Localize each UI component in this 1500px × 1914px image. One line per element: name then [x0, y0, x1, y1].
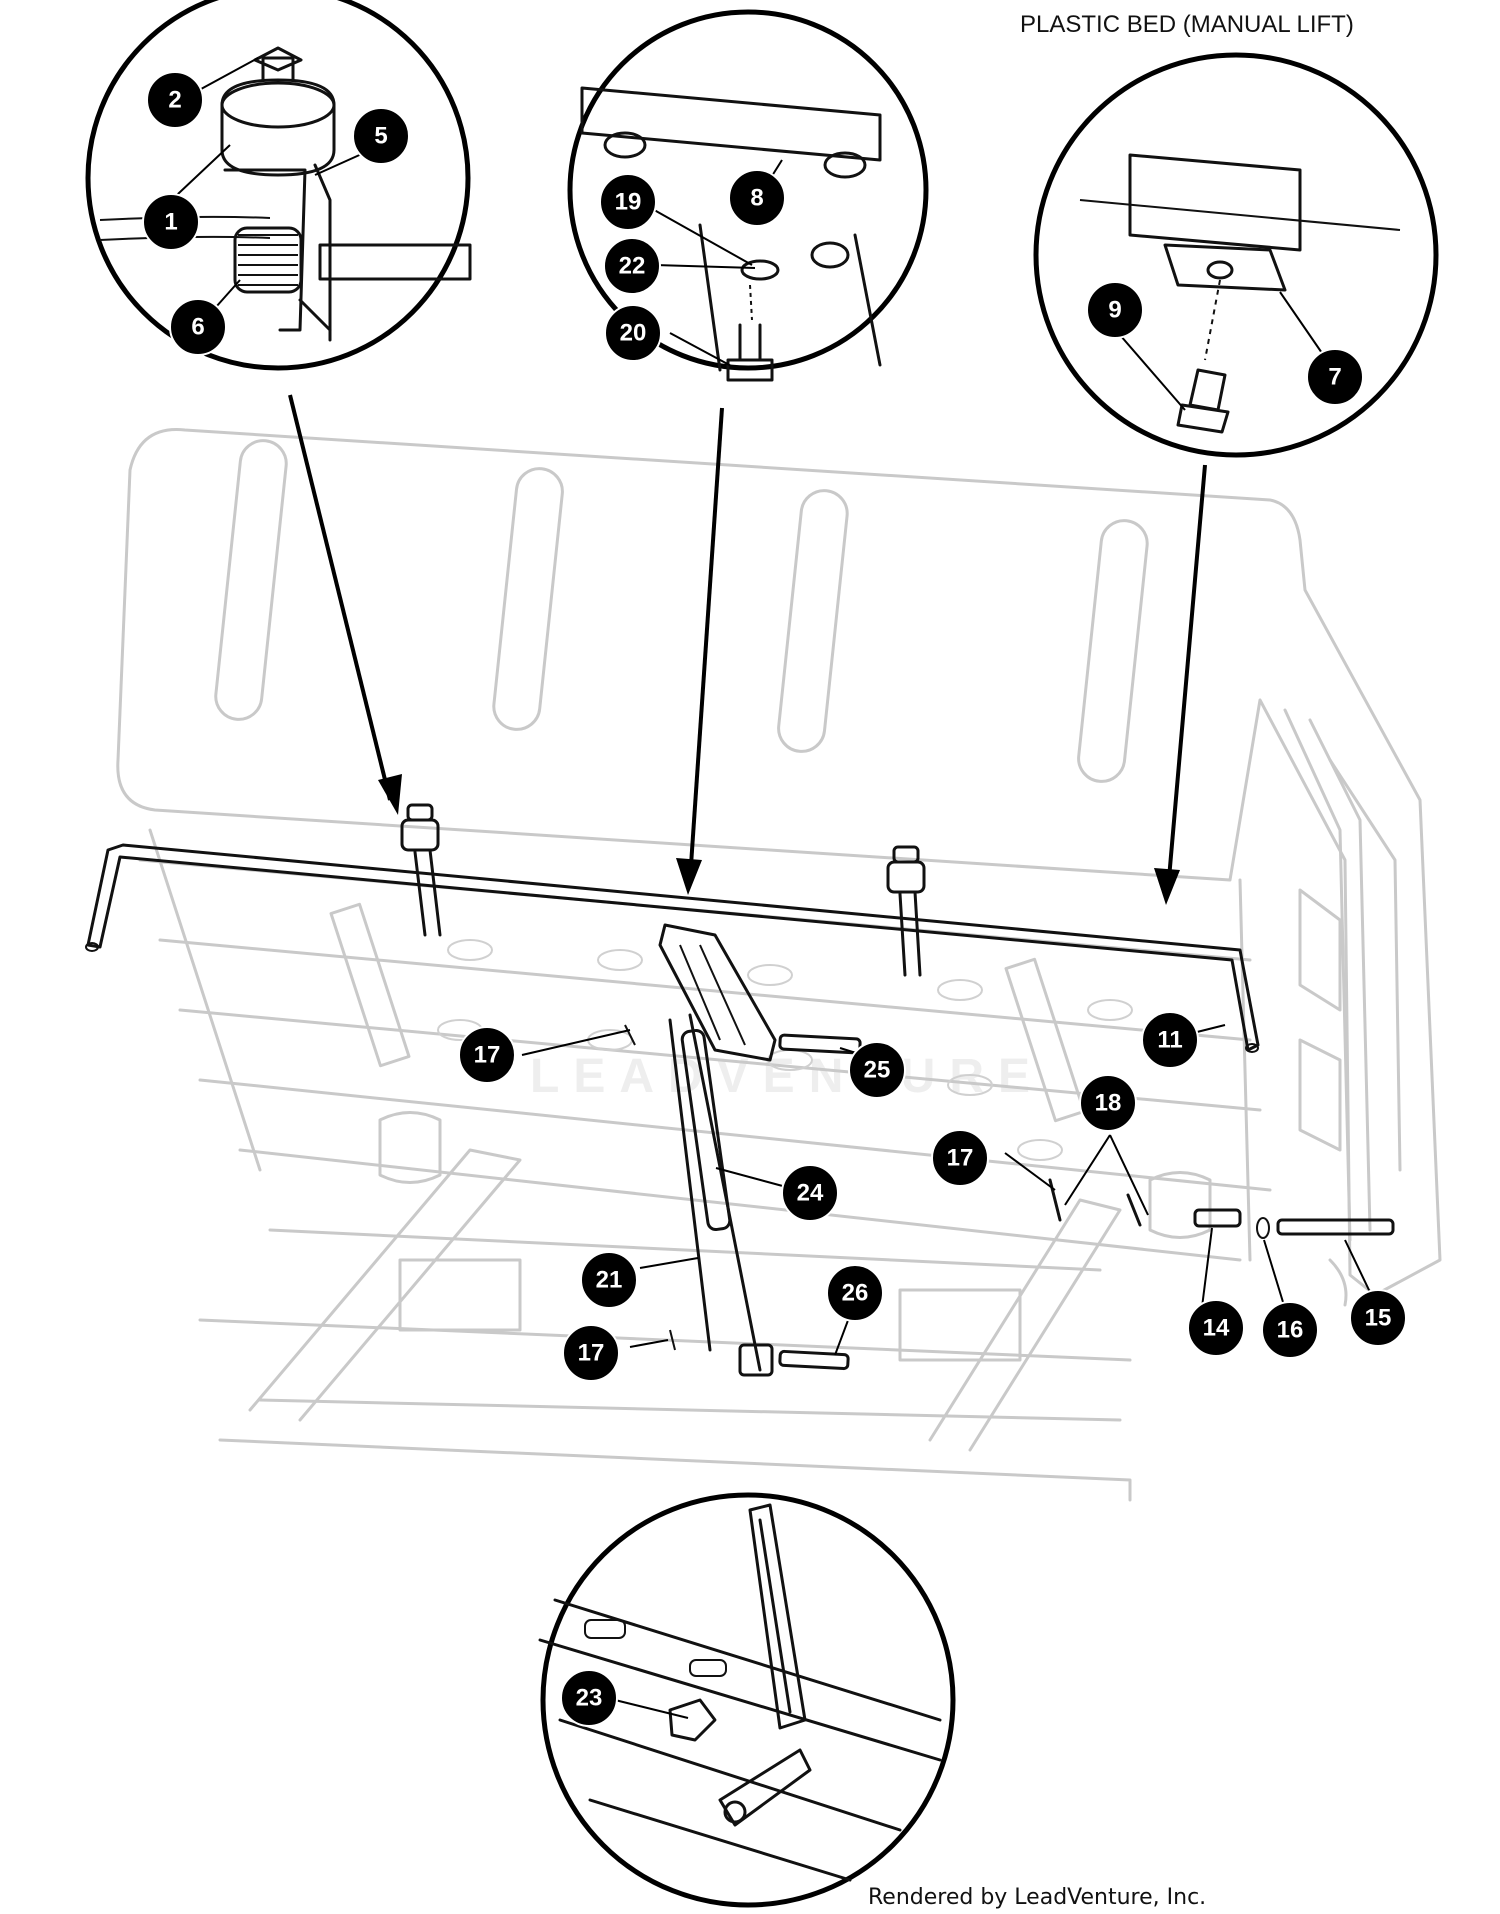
bumper-left	[400, 803, 442, 937]
callout-number: 14	[1203, 1315, 1230, 1342]
callout-number: 17	[474, 1042, 501, 1069]
callout-number: 7	[1328, 364, 1341, 391]
gas-spring-strut	[668, 1013, 774, 1377]
bumper-right	[886, 845, 926, 977]
callout-16: 16	[1261, 1301, 1319, 1359]
callout-marker	[142, 193, 200, 251]
callout-number: 24	[797, 1180, 824, 1207]
callout-number: 2	[168, 87, 181, 114]
callout-24: 24	[781, 1164, 839, 1222]
callout-number: 16	[1277, 1317, 1304, 1344]
callout-9: 9	[1086, 281, 1144, 339]
callout-number: 26	[842, 1280, 869, 1307]
callout-number: 1	[164, 209, 177, 236]
callout-marker	[146, 71, 204, 129]
hinge-rod	[85, 843, 1260, 1053]
callout-marker	[848, 1041, 906, 1099]
callout-number: 6	[191, 314, 204, 341]
callout-marker	[604, 304, 662, 362]
callout-26: 26	[826, 1264, 884, 1322]
callout-number: 5	[374, 123, 387, 150]
callout-number: 8	[750, 185, 763, 212]
callout-number: 9	[1108, 297, 1121, 324]
detail-view-plate-screw	[1033, 52, 1439, 458]
callout-5: 5	[352, 107, 410, 165]
callout-marker	[1306, 348, 1364, 406]
callout-17: 17	[931, 1129, 989, 1187]
callout-number: 18	[1095, 1090, 1122, 1117]
callout-marker	[1261, 1301, 1319, 1359]
callout-22: 22	[603, 237, 661, 295]
lift-bracket	[658, 923, 777, 1062]
callout-marker	[781, 1164, 839, 1222]
callout-20: 20	[604, 304, 662, 362]
callout-number: 19	[615, 189, 642, 216]
callout-14: 14	[1187, 1299, 1245, 1357]
callout-6: 6	[169, 298, 227, 356]
callout-marker	[1079, 1074, 1137, 1132]
callout-number: 23	[576, 1685, 603, 1712]
callout-marker	[560, 1669, 618, 1727]
callout-marker	[580, 1251, 638, 1309]
callout-1: 1	[142, 193, 200, 251]
callout-23: 23	[560, 1669, 618, 1727]
callout-marker	[1349, 1289, 1407, 1347]
callout-number: 11	[1157, 1027, 1182, 1054]
callout-number: 22	[619, 253, 646, 280]
callout-number: 21	[596, 1267, 623, 1294]
callout-2: 2	[146, 71, 204, 129]
callout-marker	[169, 298, 227, 356]
callout-marker	[728, 169, 786, 227]
callout-11: 11	[1141, 1011, 1199, 1069]
callout-marker	[562, 1324, 620, 1382]
detail-view-latch	[538, 1492, 956, 1908]
detail-arrows	[288, 394, 1207, 905]
underside-bosses	[437, 939, 1133, 1161]
callout-number: 20	[620, 320, 647, 347]
callout-17: 17	[458, 1026, 516, 1084]
callout-marker	[599, 173, 657, 231]
callout-7: 7	[1306, 348, 1364, 406]
detail-view-bumper-spring	[85, 0, 472, 371]
callout-marker	[826, 1264, 884, 1322]
callout-marker	[1187, 1299, 1245, 1357]
callout-number: 25	[864, 1057, 891, 1084]
callout-marker	[458, 1026, 516, 1084]
callout-marker	[1086, 281, 1144, 339]
callout-number: 15	[1365, 1305, 1392, 1332]
pins	[624, 1024, 1395, 1371]
callout-15: 15	[1349, 1289, 1407, 1347]
callout-18: 18	[1079, 1074, 1137, 1132]
callout-marker	[603, 237, 661, 295]
callout-marker	[352, 107, 410, 165]
callout-17: 17	[562, 1324, 620, 1382]
callout-marker	[1141, 1011, 1199, 1069]
callout-number: 17	[578, 1340, 605, 1367]
callout-21: 21	[580, 1251, 638, 1309]
callout-marker	[931, 1129, 989, 1187]
diagram-title: PLASTIC BED (MANUAL LIFT)	[1020, 11, 1354, 38]
callout-19: 19	[599, 173, 657, 231]
callout-25: 25	[848, 1041, 906, 1099]
callout-number: 17	[947, 1145, 974, 1172]
watermark: LEADVENTURE	[530, 1050, 1044, 1103]
render-credit: Rendered by LeadVenture, Inc.	[868, 1885, 1206, 1910]
callout-8: 8	[728, 169, 786, 227]
